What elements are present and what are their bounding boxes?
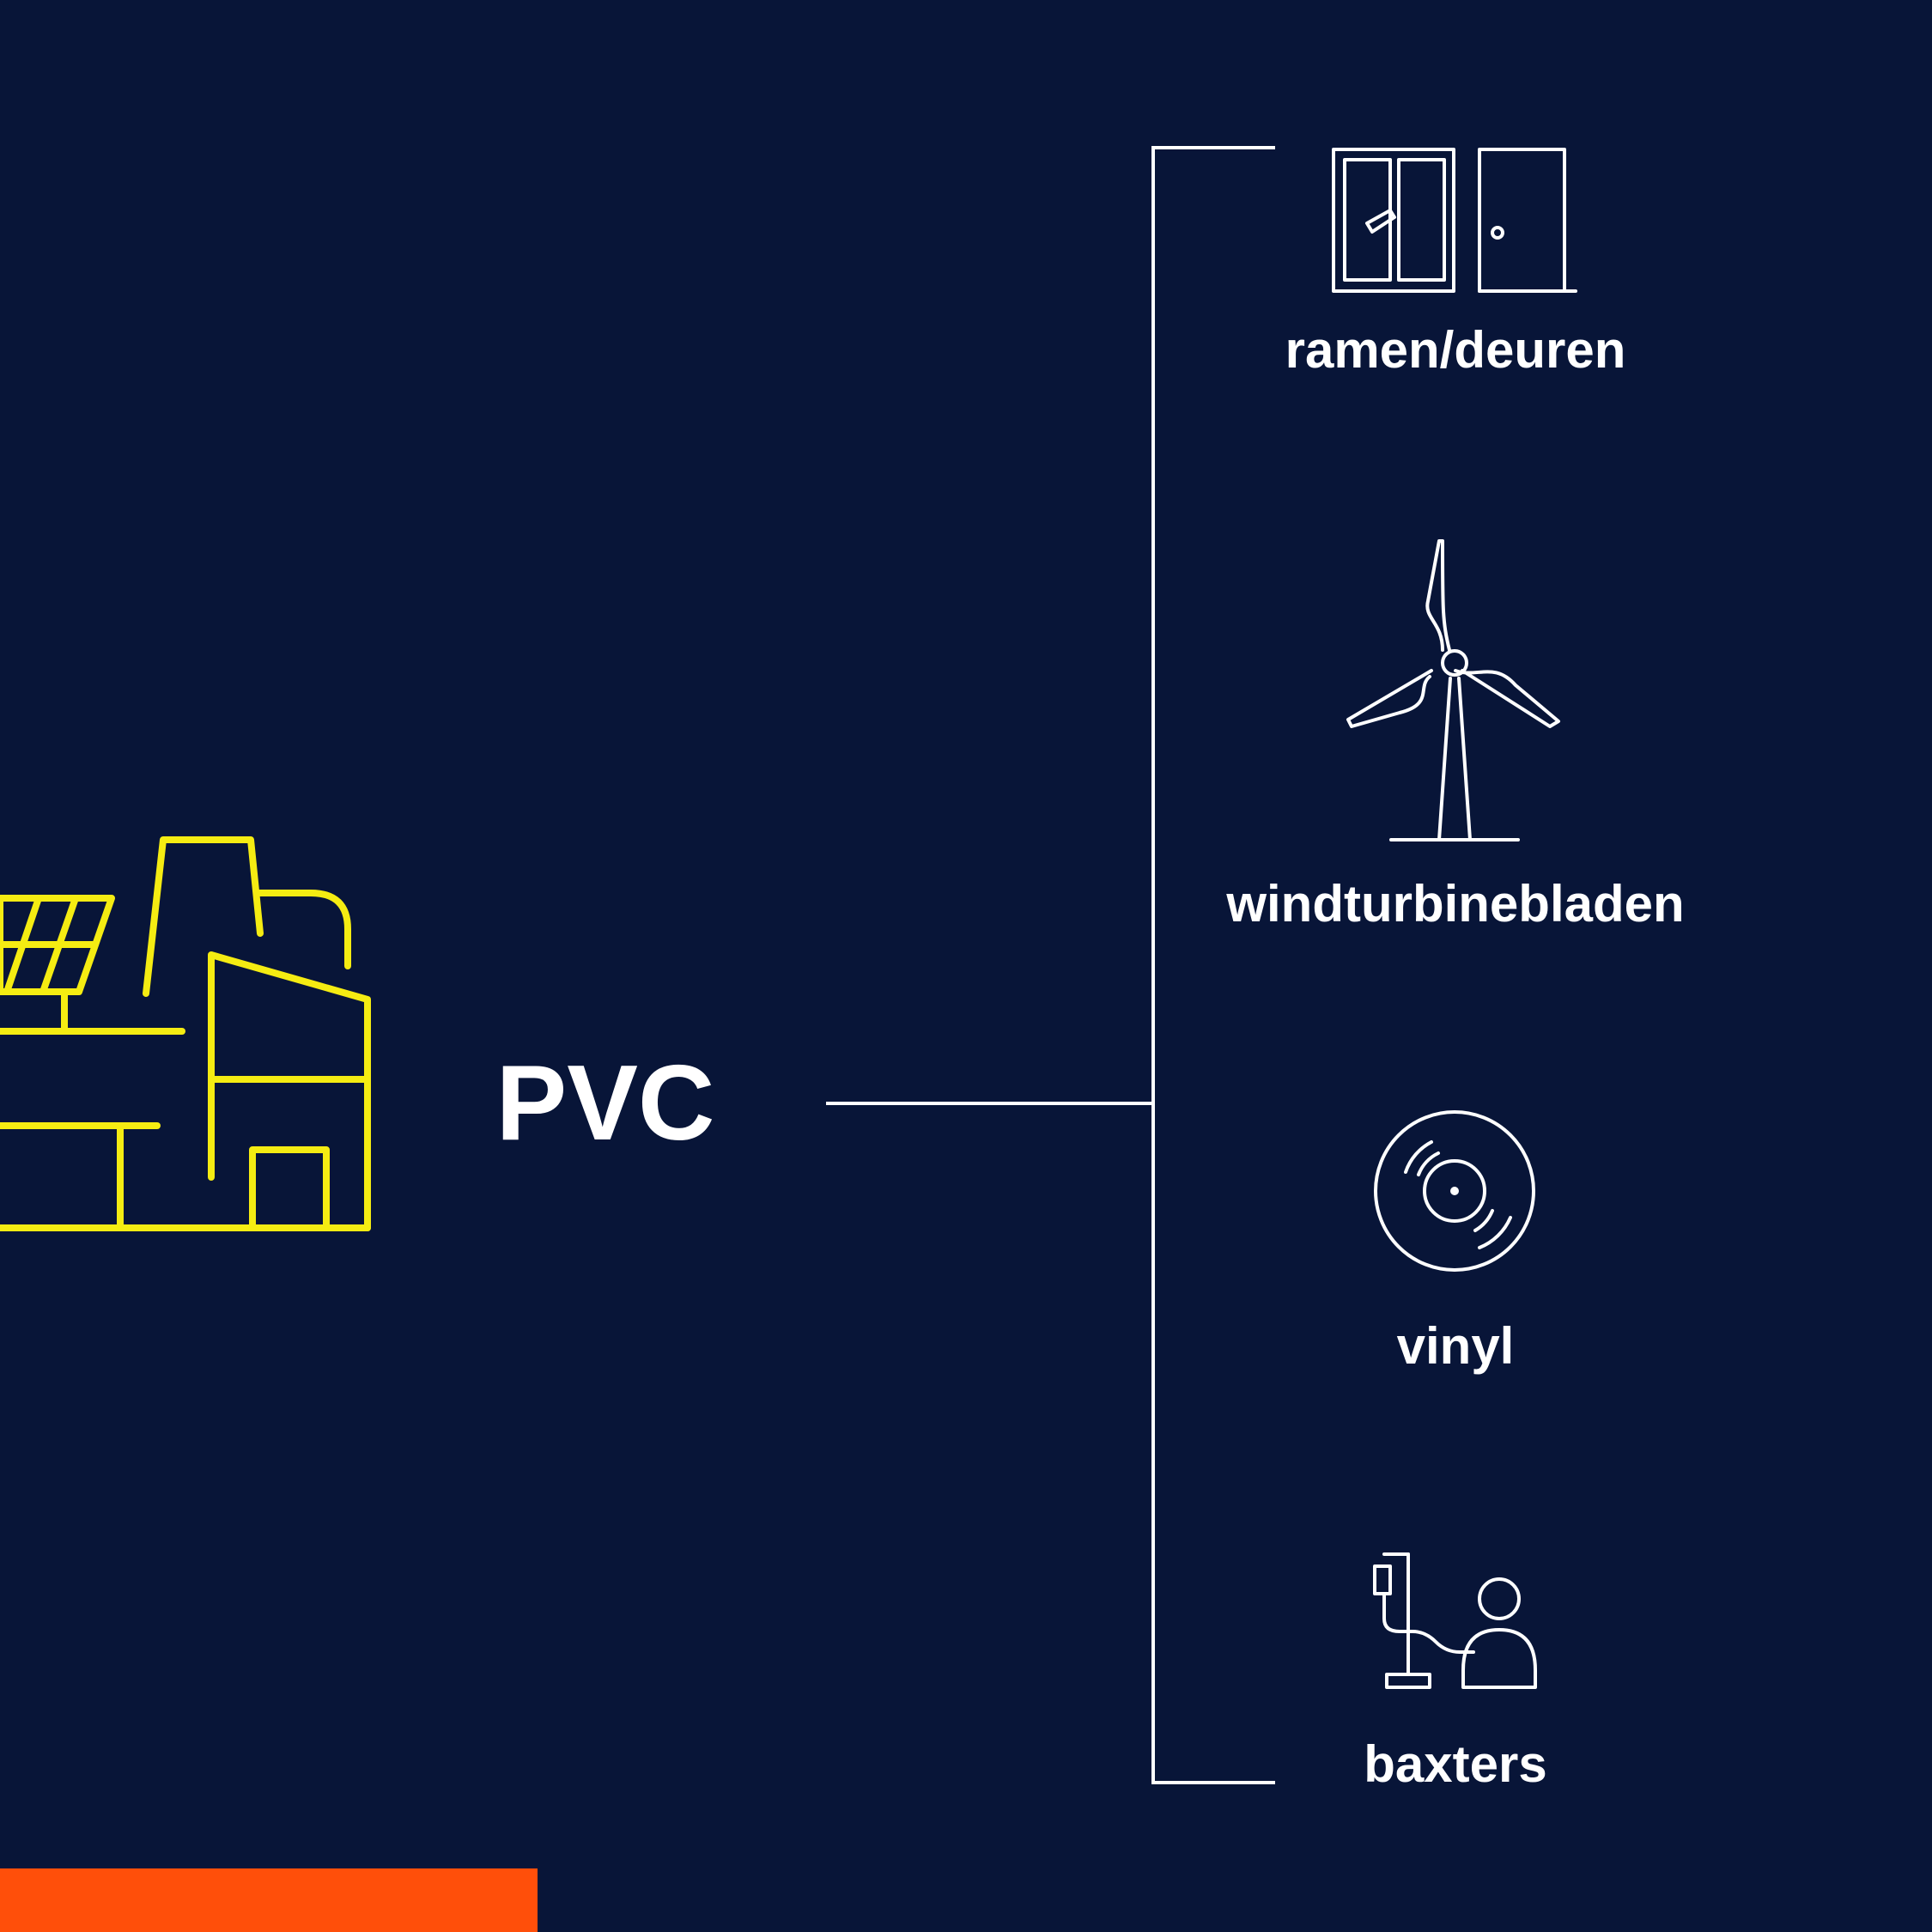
- iv-drip-patient-icon: [1373, 1552, 1537, 1689]
- product-label-baxters: baxters: [1364, 1735, 1547, 1793]
- product-label-wind-turbine-blades: windturbinebladen: [1226, 875, 1685, 933]
- connector-lines: [826, 146, 1275, 1784]
- product-label-vinyl: vinyl: [1396, 1317, 1515, 1375]
- connector-bracket: [1151, 146, 1275, 1784]
- accent-bar: [0, 1868, 538, 1932]
- wind-turbine-icon: [1346, 539, 1560, 841]
- product-label-windows-doors: ramen/deuren: [1285, 321, 1626, 379]
- window-door-icon: [1332, 148, 1577, 293]
- material-label: PVC: [495, 1044, 715, 1163]
- vinyl-record-icon: [1374, 1110, 1535, 1272]
- factory-icon: [0, 836, 371, 1231]
